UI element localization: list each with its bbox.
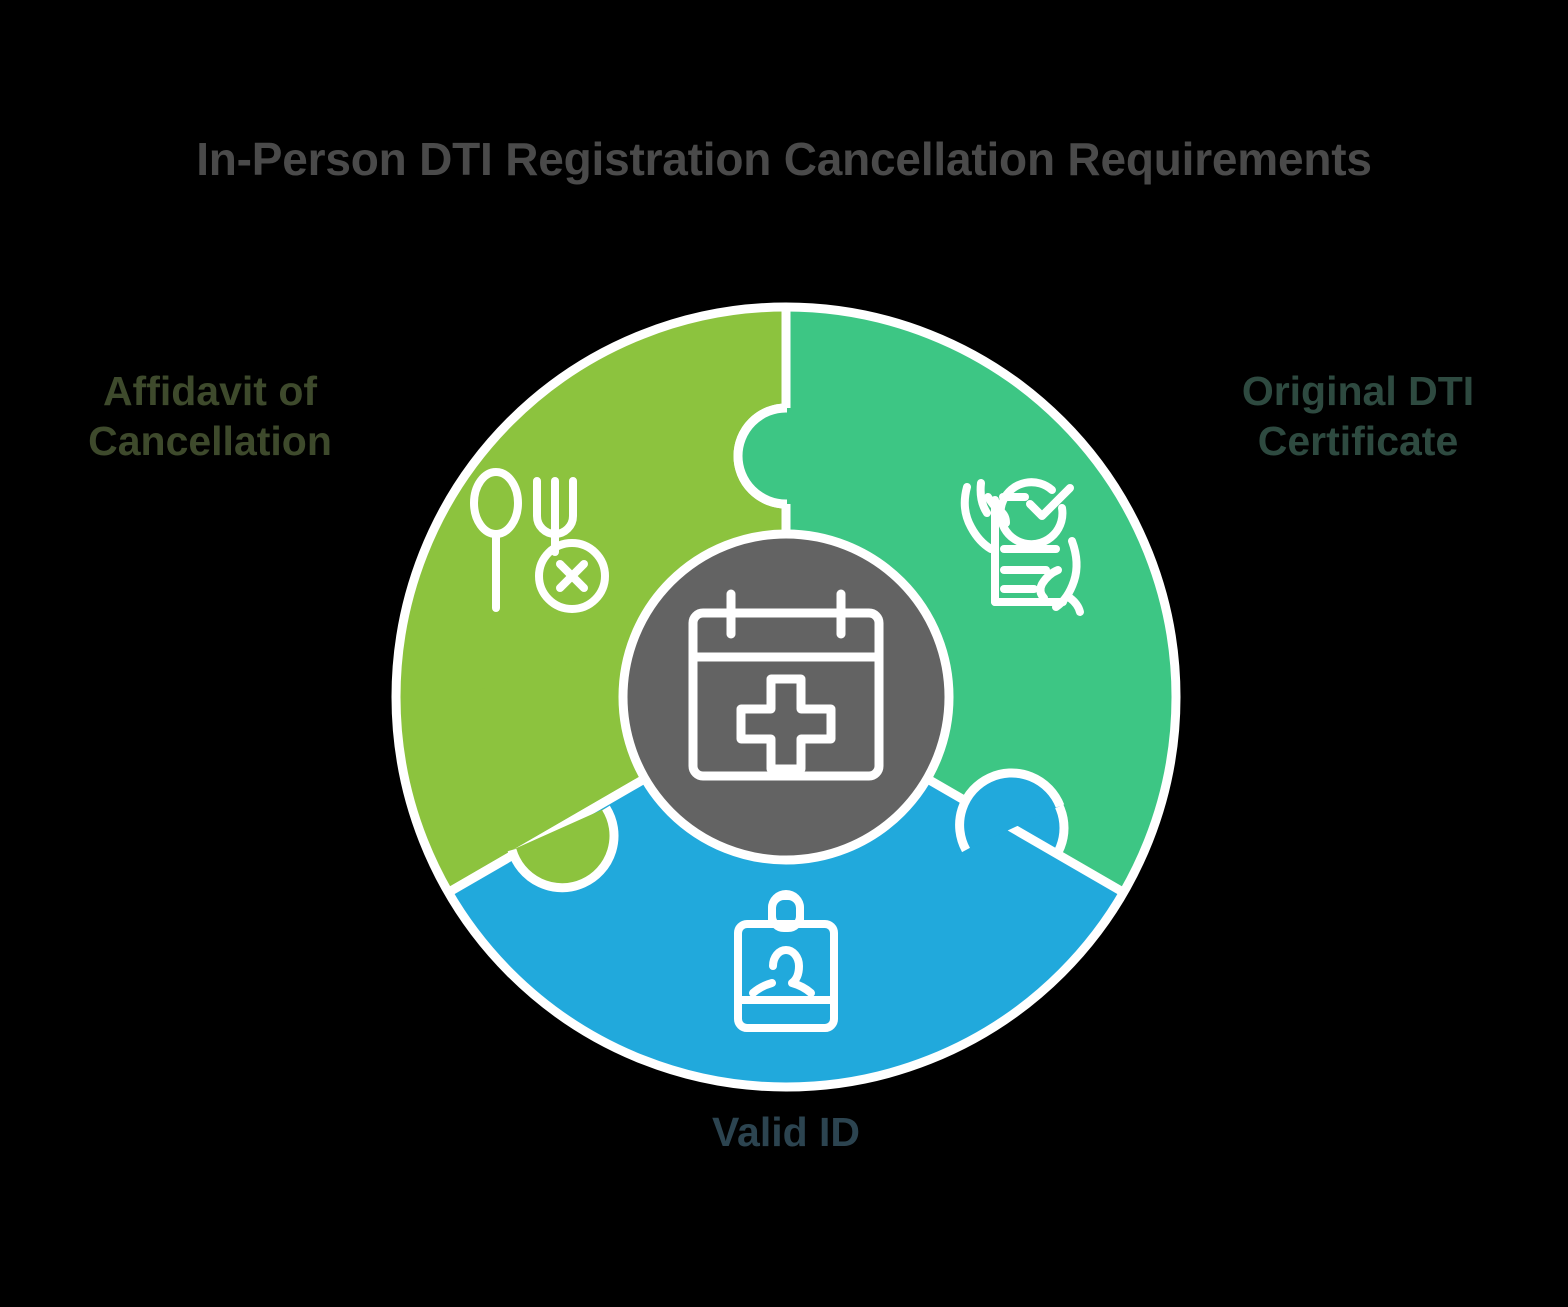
id-badge-person-icon (734, 890, 838, 1032)
segment-label-valid-id: Valid ID (711, 1109, 861, 1155)
page-title: In-Person DTI Registration Cancellation … (196, 133, 1372, 185)
center-hub[interactable] (618, 529, 954, 865)
spoon-fork-cancel-icon (470, 468, 609, 613)
calendar-medical-cross-icon (688, 589, 884, 781)
segment-label-affidavit: Affidavit of Cancellation (88, 368, 332, 465)
segment-label-certificate: Original DTI Certificate (1241, 368, 1475, 465)
hands-document-check-icon (960, 478, 1084, 616)
outer-ring-outline (391, 302, 1181, 1092)
